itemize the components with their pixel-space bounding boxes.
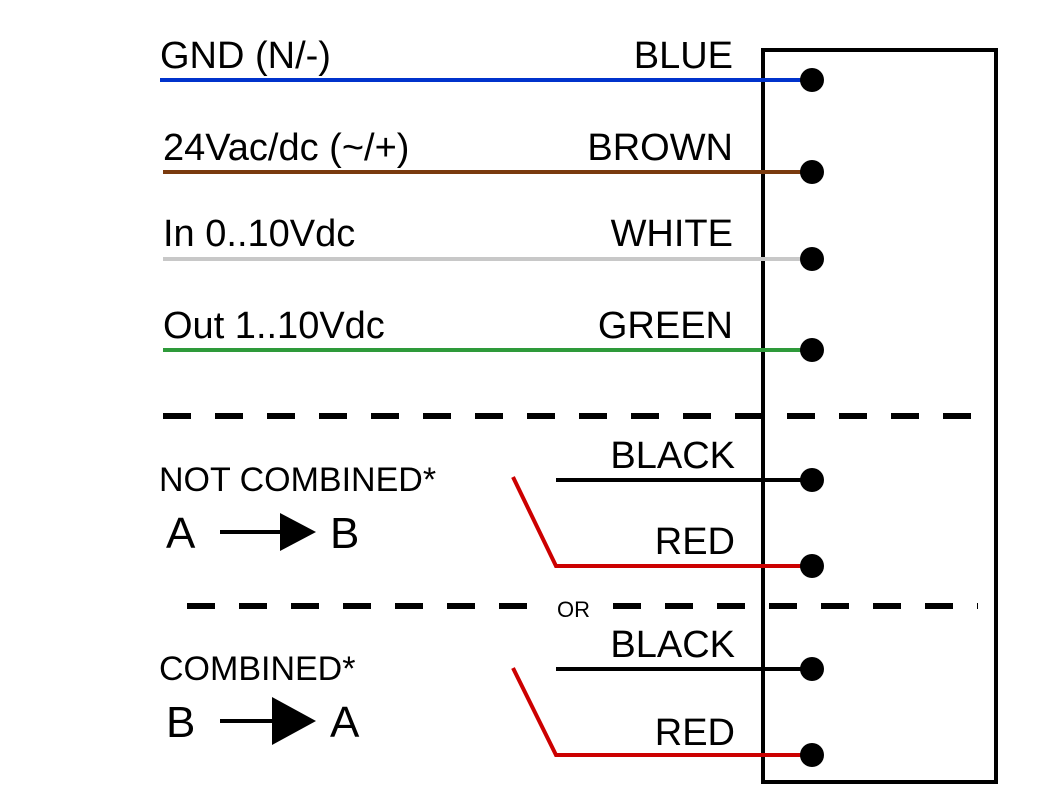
terminal-8 bbox=[800, 743, 824, 767]
terminal-4 bbox=[800, 338, 824, 362]
combined-from-letter: B bbox=[166, 698, 195, 747]
not-combined-arrow-icon bbox=[280, 513, 316, 551]
wire-brown: 24Vac/dc (~/+) BROWN bbox=[163, 127, 824, 184]
combined-red-label: RED bbox=[655, 712, 735, 754]
wire-green-color-label: GREEN bbox=[598, 305, 733, 347]
wire-brown-color-label: BROWN bbox=[587, 127, 733, 169]
wire-white-color-label: WHITE bbox=[611, 213, 733, 255]
terminal-7 bbox=[800, 657, 824, 681]
combined-black-label: BLACK bbox=[610, 624, 735, 666]
not-combined-to-letter: B bbox=[330, 509, 359, 558]
not-combined-title: NOT COMBINED* bbox=[159, 461, 436, 499]
not-combined-red-wire bbox=[511, 476, 812, 568]
terminal-5 bbox=[800, 468, 824, 492]
combined-section: COMBINED* B A BLACK RED bbox=[159, 624, 824, 767]
wire-blue: GND (N/-) BLUE bbox=[160, 35, 824, 92]
wire-brown-signal-label: 24Vac/dc (~/+) bbox=[163, 127, 409, 169]
terminal-6 bbox=[800, 554, 824, 578]
wire-blue-signal-label: GND (N/-) bbox=[160, 35, 331, 77]
not-combined-from-letter: A bbox=[166, 509, 196, 558]
combined-title: COMBINED* bbox=[159, 650, 355, 688]
combined-to-letter: A bbox=[330, 698, 360, 747]
terminal-3 bbox=[800, 247, 824, 271]
wire-blue-color-label: BLUE bbox=[634, 35, 733, 77]
terminal-2 bbox=[800, 160, 824, 184]
combined-arrow-icon bbox=[272, 697, 316, 745]
wire-green: Out 1..10Vdc GREEN bbox=[163, 305, 824, 362]
not-combined-red-label: RED bbox=[655, 521, 735, 563]
wire-white-signal-label: In 0..10Vdc bbox=[163, 213, 355, 255]
terminal-1 bbox=[800, 68, 824, 92]
wire-white: In 0..10Vdc WHITE bbox=[163, 213, 824, 271]
not-combined-section: NOT COMBINED* A B BLACK RED bbox=[159, 435, 824, 578]
combined-red-wire bbox=[511, 667, 812, 757]
wire-green-signal-label: Out 1..10Vdc bbox=[163, 305, 385, 347]
not-combined-black-label: BLACK bbox=[610, 435, 735, 477]
or-separator-label: OR bbox=[557, 597, 590, 622]
